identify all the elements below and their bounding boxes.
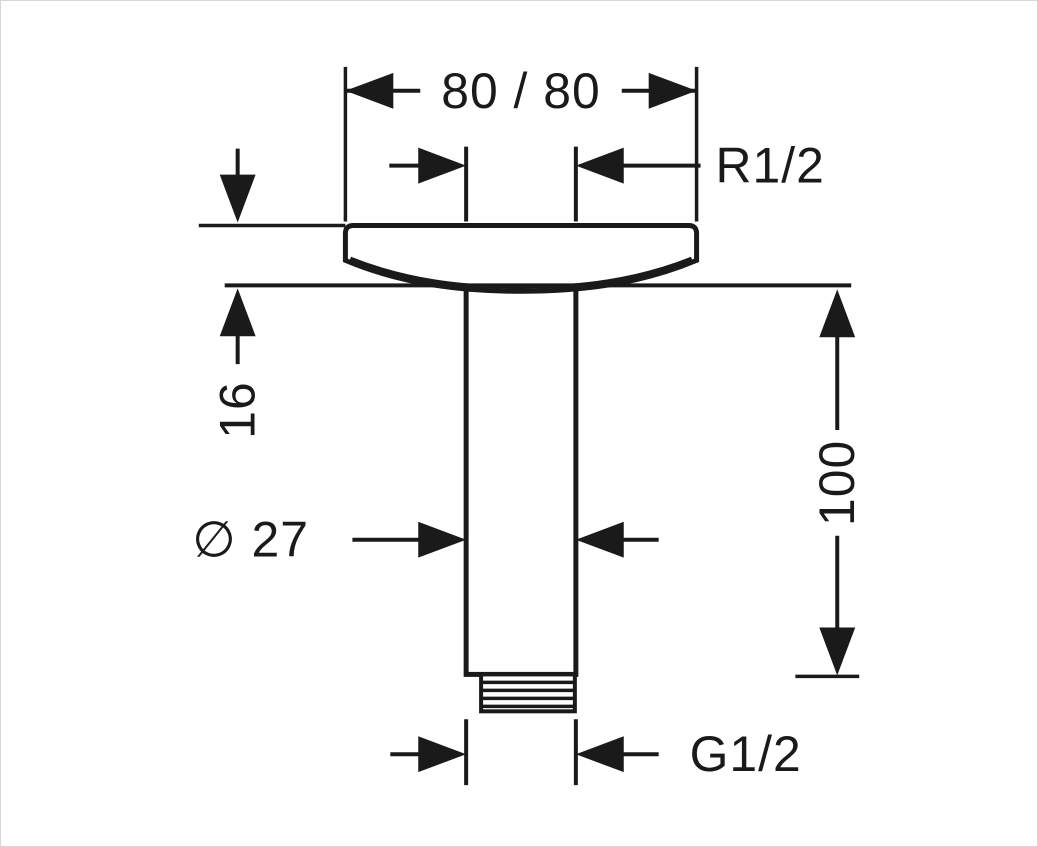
- arrowhead-right-icon: [418, 736, 467, 773]
- pipe: [463, 282, 579, 677]
- thread-section: [479, 672, 577, 714]
- label-mask: [420, 62, 622, 119]
- flange-outline: [342, 222, 700, 294]
- dim-label-pipe-length: 100: [809, 440, 865, 526]
- pipe-outline: [463, 282, 579, 677]
- arrowhead-up-icon: [219, 288, 256, 337]
- arrowhead-down-icon: [819, 627, 856, 676]
- dim-pipe-diameter: ∅ 27: [192, 512, 659, 568]
- dim-label-bottom-thread: G1/2: [690, 726, 802, 782]
- flange: [198, 222, 700, 294]
- dim-label-pipe-diameter: ∅ 27: [192, 512, 309, 568]
- arrowhead-left-icon: [345, 72, 394, 109]
- dim-flange-height: 16: [210, 148, 266, 439]
- dim-label-flange-height: 16: [210, 381, 266, 438]
- arrowhead-right-icon: [418, 521, 467, 558]
- arrowhead-right-icon: [418, 147, 467, 184]
- arrowhead-down-icon: [219, 174, 256, 223]
- arrowhead-right-icon: [648, 72, 697, 109]
- dim-bottom-thread: G1/2: [390, 719, 802, 786]
- dim-label-top-thread: R1/2: [716, 138, 825, 194]
- arrowhead-left-icon: [575, 147, 624, 184]
- arrowhead-left-icon: [575, 521, 624, 558]
- dim-pipe-length: 100: [795, 289, 865, 679]
- dim-label-top-width: 80 / 80: [441, 63, 601, 119]
- dim-top-thread: R1/2: [389, 138, 825, 222]
- arrowhead-left-icon: [575, 736, 624, 773]
- arrowhead-up-icon: [819, 289, 856, 338]
- dim-top-width: 80 / 80: [343, 62, 699, 222]
